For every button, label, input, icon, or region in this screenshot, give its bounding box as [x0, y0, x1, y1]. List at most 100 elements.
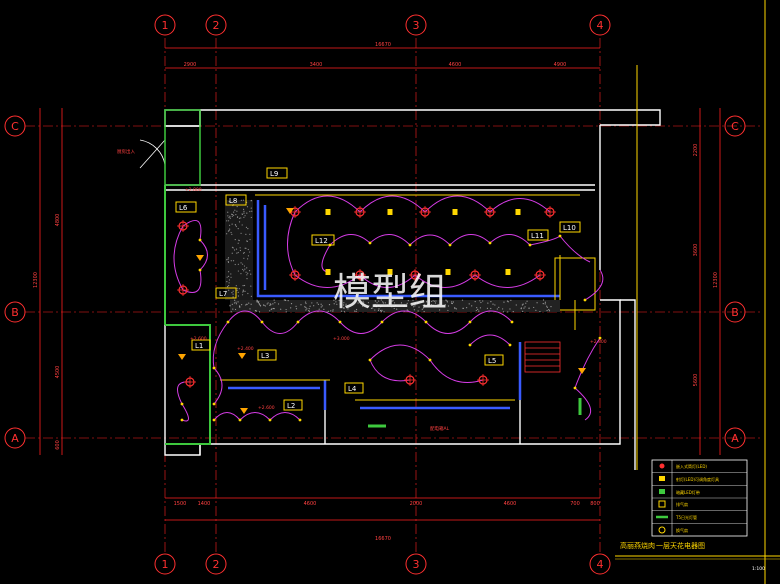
dim-top-seg-1: 2900: [184, 62, 197, 68]
wiring-arc: [474, 274, 541, 288]
fixture-dot: [380, 320, 384, 324]
height-label: +2.600: [258, 405, 275, 411]
wiring-arc: [173, 225, 184, 291]
wiring-arc: [294, 274, 361, 288]
grid-col-1-top: 1: [162, 19, 169, 32]
wiring-arc: [359, 274, 416, 288]
wiring-arc: [213, 367, 223, 405]
wiring-arc: [212, 321, 229, 369]
fixture-dot: [424, 320, 428, 324]
wiring-arc: [269, 412, 301, 421]
grid-col-2-bottom: 2: [213, 558, 220, 571]
light-fixtures: [177, 206, 602, 422]
legend-item-text: 暗藏LED灯带: [676, 489, 700, 495]
spot-icon: [387, 269, 393, 275]
wiring-arc: [329, 234, 371, 246]
spot-icon: [445, 269, 451, 275]
height-label: +2.800: [590, 339, 607, 345]
dim-top-seg-3: 4600: [449, 62, 462, 68]
grid-bubble-labels: 1 2 3 4 1 2 3 4 C B A C B A: [11, 19, 739, 571]
grid-col-3-bottom: 3: [413, 558, 420, 571]
wiring-arc: [369, 344, 431, 361]
watermark: 模型组: [333, 270, 447, 314]
wiring-arc: [584, 269, 604, 301]
drawing-project-name: 高丽燕烧肉: [620, 541, 655, 550]
dim-top-total: 16670: [375, 42, 391, 48]
circuit-label-l11: L11: [531, 232, 544, 240]
height-labels: +2.800 +2.600 +2.400 +3.000 +2.800 +2.60…: [185, 187, 607, 411]
fixture-dot: [468, 320, 472, 324]
wiring-arc: [369, 359, 411, 382]
dim-bottom-seg-4: 2000: [410, 501, 423, 507]
dimension-lines: [39, 47, 721, 521]
spot-icon: [325, 209, 331, 215]
wiring-arc: [469, 334, 511, 346]
dim-bottom-seg-5: 4600: [504, 501, 517, 507]
legend-downlight-icon: [659, 463, 665, 469]
spot-icon: [505, 269, 511, 275]
grid-row-b-right: B: [731, 306, 739, 319]
circuit-label-l2: L2: [287, 402, 295, 410]
grid-row-b-left: B: [11, 306, 19, 319]
circuit-label-l1: L1: [195, 342, 203, 350]
fixture-dot: [448, 243, 452, 247]
wiring-arc: [339, 321, 383, 334]
circuit-label-l5: L5: [488, 357, 496, 365]
dim-left-seg-3: 600: [55, 440, 61, 450]
staircase: [524, 341, 561, 373]
legend-item-text: 排气扇: [676, 501, 688, 507]
wiring-arc: [559, 235, 591, 263]
wiring-arc: [489, 234, 531, 246]
fixture-dot: [558, 234, 562, 238]
dim-text: 16670 2900 3400 4600 4900 1500 1400 4600…: [174, 42, 600, 542]
circuit-label-l12: L12: [315, 237, 328, 245]
dim-right-seg-1: 2200: [693, 144, 699, 157]
fixture-dot: [198, 238, 202, 242]
wiring-arc: [297, 310, 341, 323]
spot-icon: [325, 269, 331, 275]
legend-item-text: 换气扇: [676, 527, 688, 533]
grid-col-4-top: 4: [597, 19, 604, 32]
fixture-dot: [298, 418, 302, 422]
grid-row-c-left: C: [11, 120, 19, 133]
grid-bubbles: [4, 14, 746, 575]
spot-light: [240, 408, 248, 414]
dim-right-total: 12300: [713, 272, 719, 288]
spot-icon: [515, 209, 521, 215]
dim-bottom-seg-1: 1500: [174, 501, 187, 507]
yellow-ledges: [220, 194, 596, 401]
legend-fan-icon: [658, 526, 666, 534]
wiring-arc: [182, 269, 202, 293]
wiring-arc: [424, 195, 491, 213]
wiring-arc: [199, 239, 208, 271]
drawing-title: 一层天花电器图: [656, 541, 705, 550]
height-label: +3.000: [333, 336, 350, 342]
led-bulkheads: [228, 200, 560, 410]
grid-row-a-left: A: [11, 432, 19, 445]
grid-col-4-bottom: 4: [597, 558, 604, 571]
circuit-label-l6: L6: [179, 204, 188, 212]
green-partitions: [164, 185, 211, 445]
note-panel: 配电箱AL: [430, 425, 450, 432]
fixture-dot: [428, 358, 432, 362]
height-label: +2.600: [190, 336, 207, 342]
fixture-dot: [180, 402, 184, 406]
wiring-runs: [173, 195, 604, 422]
wiring-arc: [574, 337, 601, 389]
ceiling-texture-speckles: [226, 199, 552, 313]
wiring-arc: [429, 359, 484, 383]
grid-col-1-bottom: 1: [162, 558, 169, 571]
dim-left-seg-1: 4800: [55, 214, 61, 227]
wiring-arc: [489, 198, 551, 213]
fixture-dot: [598, 336, 602, 340]
fixture-dot: [198, 268, 202, 272]
fixture-dot: [573, 386, 577, 390]
grid-col-3-top: 3: [413, 19, 420, 32]
wiring-arc: [227, 310, 263, 323]
wiring-arc: [414, 274, 476, 288]
fixture-dot: [296, 320, 300, 324]
fixture-dot: [238, 418, 242, 422]
dim-bottom-seg-3: 4600: [304, 501, 317, 507]
circuit-label-l10: L10: [563, 224, 576, 232]
